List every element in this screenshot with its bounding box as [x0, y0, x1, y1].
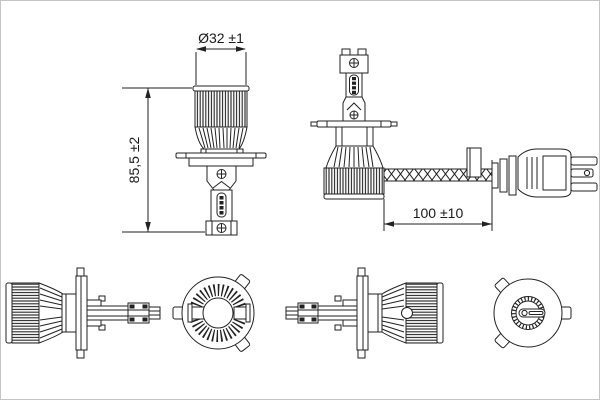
height-dimension-label: 85,5 ±2 — [126, 136, 142, 183]
connector-plug-drawing — [491, 148, 598, 198]
screw-icon — [216, 223, 227, 233]
height-dimension: 85,5 ±2 — [122, 87, 205, 233]
screw-icon — [349, 58, 359, 68]
cable-length-dimension: 100 ±10 — [383, 160, 493, 231]
screw-icon — [349, 110, 359, 120]
bottom-face-view-back — [493, 277, 572, 349]
diameter-dimension-label: Ø32 ±1 — [198, 30, 244, 46]
bottom-side-view-left — [5, 267, 161, 359]
cable-length-dimension-label: 100 ±10 — [413, 205, 464, 221]
led-window — [401, 307, 413, 319]
diameter-dimension: Ø32 ±1 — [195, 30, 247, 85]
bottom-face-view-front — [172, 274, 255, 352]
front-view-drawing — [175, 85, 267, 236]
bottom-side-view-right — [285, 267, 444, 359]
cable-drawing — [383, 147, 493, 182]
cable-clip — [466, 147, 482, 178]
screw-icon — [216, 169, 227, 179]
